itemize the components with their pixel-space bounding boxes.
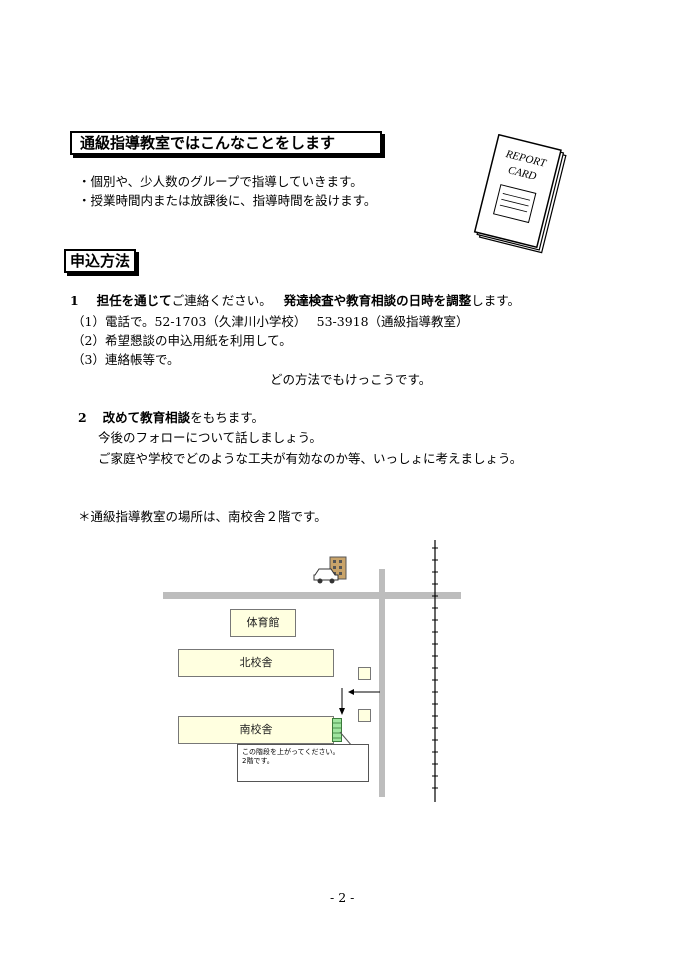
railway-track [432,540,438,802]
small-building-2 [358,709,371,722]
location-note: ＊通級指導教室の場所は、南校舎２階です。 [78,509,327,524]
item2-number: 2 [78,410,87,425]
building-gym: 体育館 [230,609,296,637]
arrow-icon [339,688,380,715]
item1-line: 1 担任を通じてご連絡ください。 発達検査や教育相談の日時を調整します。 [70,293,520,309]
item1-number: 1 [70,293,79,308]
item2-bold-text: 改めて教育相談 [102,410,191,425]
road-vertical [379,569,385,797]
item1-plain-text2: します。 [471,293,520,308]
section-heading-activities: 通級指導教室ではこんなことをします [70,131,382,155]
method-item: （2）希望懇談の申込用紙を利用して。 [72,333,292,348]
item1-bold-text2: 発達検査や教育相談の日時を調整 [283,293,472,308]
car-building-icon [313,556,347,584]
staircase-callout: この階段を上がってください。 2階です。 [237,744,369,782]
method-item: （3）連絡帳等で。 [72,352,180,367]
any-method-note: どの方法でもけっこうです。 [270,372,432,387]
item1-plain-text1: ご連絡ください。 [171,293,272,308]
building-south: 南校舎 [178,716,334,744]
item2-plain-text: をもちます。 [190,410,264,425]
bullet-item: ・授業時間内または放課後に、指導時間を設けます。 [78,193,377,208]
small-building-1 [358,667,371,680]
page-number: - 2 - [330,890,355,905]
callout-pointer [339,731,364,747]
item2-detail: ご家庭や学校でどのような工夫が有効なのか等、いっしょに考えましょう。 [98,451,523,466]
building-north: 北校舎 [178,649,334,677]
item1-bold-text1: 担任を通じて [96,293,172,308]
report-card-icon: REPORT CARD [473,134,567,254]
road-horizontal [163,592,461,599]
callout-line: この階段を上がってください。 [242,748,340,756]
staircase-icon [332,718,342,742]
callout-line: 2階です。 [242,757,274,765]
bullet-item: ・個別や、少人数のグループで指導していきます。 [78,174,363,189]
item2-detail: 今後のフォローについて話しましょう。 [98,430,322,445]
item2-line: 2 改めて教育相談をもちます。 [78,410,264,426]
section-heading-application: 申込方法 [64,249,137,273]
method-item: （1）電話で。52-1703（久津川小学校） 53-3918（通級指導教室） [72,314,469,329]
